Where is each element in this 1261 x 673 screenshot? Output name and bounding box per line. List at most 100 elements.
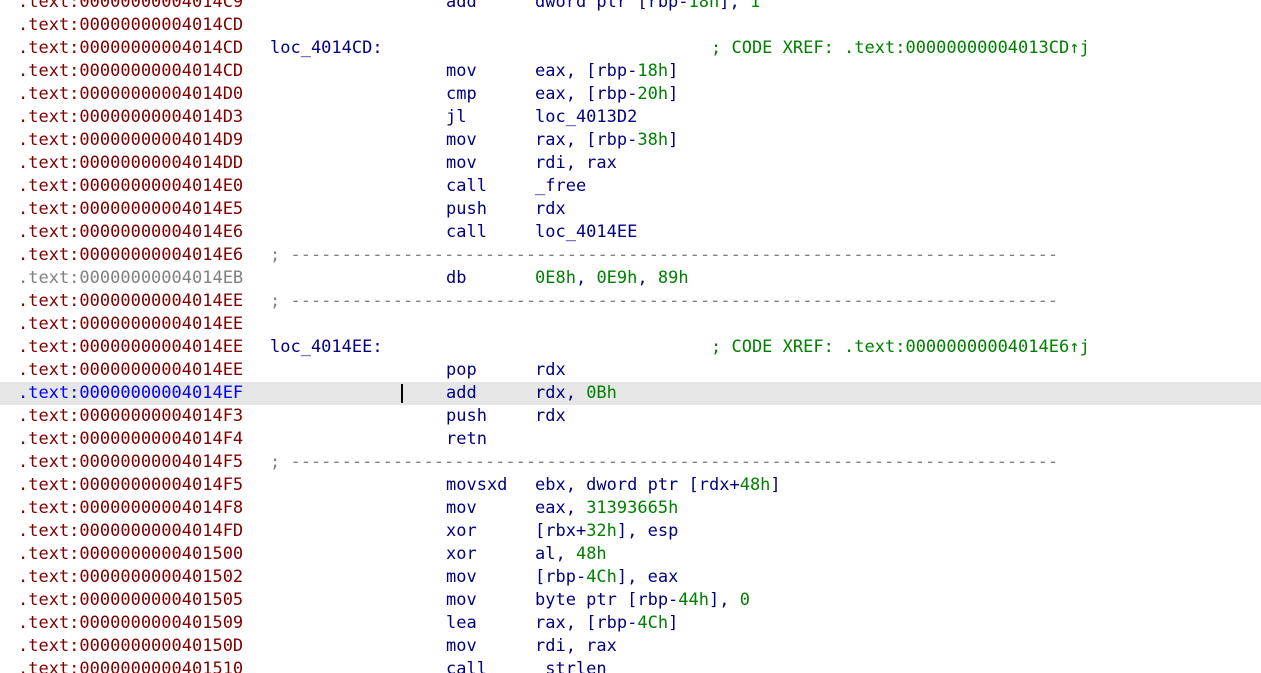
instruction-operands[interactable]: eax, [rbp-20h] bbox=[535, 83, 678, 106]
instruction-mnemonic[interactable]: retn bbox=[446, 429, 487, 449]
instruction-operands[interactable]: rax, [rbp-4Ch] bbox=[535, 612, 678, 635]
listing-line[interactable]: .text:00000000004014F5; ----------------… bbox=[0, 451, 1261, 474]
listing-line[interactable]: .text:00000000004014D3 jl loc_4013D2 bbox=[0, 106, 1261, 129]
instruction-mnemonic[interactable]: push bbox=[446, 406, 487, 426]
instruction-mnemonic[interactable]: db bbox=[446, 268, 467, 288]
line-address[interactable]: .text:00000000004014C9 bbox=[18, 0, 244, 12]
listing-line[interactable]: .text:00000000004014CD bbox=[0, 14, 1261, 37]
code-label[interactable]: loc_4014CD: bbox=[270, 38, 383, 58]
instruction-operands[interactable]: _strlen bbox=[535, 658, 607, 673]
listing-line[interactable]: .text:00000000004014EE; ----------------… bbox=[0, 290, 1261, 313]
line-address[interactable]: .text:00000000004014E0 bbox=[18, 176, 244, 196]
instruction-mnemonic[interactable]: add bbox=[446, 383, 477, 403]
listing-line[interactable]: .text:0000000000401500 xor al, 48h bbox=[0, 543, 1261, 566]
xref-comment[interactable]: ; CODE XREF: .text:00000000004013CD↑j bbox=[711, 38, 1090, 58]
instruction-operands[interactable]: eax, [rbp-18h] bbox=[535, 60, 678, 83]
line-address[interactable]: .text:00000000004014F8 bbox=[18, 498, 244, 518]
line-address[interactable]: .text:0000000000401505 bbox=[18, 590, 244, 610]
instruction-operands[interactable]: al, 48h bbox=[535, 543, 607, 566]
listing-line-selected[interactable]: .text:00000000004014EF add rdx, 0Bh bbox=[0, 382, 1261, 405]
listing-line[interactable]: .text:00000000004014DD mov rdi, rax bbox=[0, 152, 1261, 175]
instruction-operands[interactable]: byte ptr [rbp-44h], 0 bbox=[535, 589, 750, 612]
instruction-operands[interactable]: eax, 31393665h bbox=[535, 497, 678, 520]
instruction-operands[interactable]: loc_4013D2 bbox=[535, 106, 637, 129]
line-address[interactable]: .text:00000000004014EF bbox=[18, 383, 244, 403]
line-address[interactable]: .text:0000000000401510 bbox=[18, 659, 244, 673]
instruction-mnemonic[interactable]: mov bbox=[446, 130, 477, 150]
instruction-operands[interactable]: rdx, 0Bh bbox=[535, 382, 617, 405]
instruction-mnemonic[interactable]: add bbox=[446, 0, 477, 12]
line-address[interactable]: .text:00000000004014DD bbox=[18, 153, 244, 173]
instruction-operands[interactable]: rdi, rax bbox=[535, 152, 617, 175]
instruction-operands[interactable]: ebx, dword ptr [rdx+48h] bbox=[535, 474, 781, 497]
line-address[interactable]: .text:00000000004014D3 bbox=[18, 107, 244, 127]
listing-line[interactable]: .text:00000000004014E6; ----------------… bbox=[0, 244, 1261, 267]
listing-line[interactable]: .text:00000000004014C9 add dword ptr [rbp-… bbox=[0, 0, 1261, 14]
line-address[interactable]: .text:00000000004014CD bbox=[18, 61, 244, 81]
line-address[interactable]: .text:00000000004014FD bbox=[18, 521, 244, 541]
instruction-mnemonic[interactable]: mov bbox=[446, 636, 477, 656]
listing-line[interactable]: .text:0000000000401505 mov byte ptr [rbp-4… bbox=[0, 589, 1261, 612]
listing-line[interactable]: .text:00000000004014E0 call _free bbox=[0, 175, 1261, 198]
instruction-mnemonic[interactable]: xor bbox=[446, 544, 477, 564]
line-address[interactable]: .text:00000000004014CD bbox=[18, 15, 244, 35]
instruction-operands[interactable]: rax, [rbp-38h] bbox=[535, 129, 678, 152]
line-address[interactable]: .text:00000000004014EE bbox=[18, 360, 244, 380]
listing-line[interactable]: .text:00000000004014F4 retn bbox=[0, 428, 1261, 451]
instruction-operands[interactable]: loc_4014EE bbox=[535, 221, 637, 244]
instruction-mnemonic[interactable]: mov bbox=[446, 590, 477, 610]
listing-line[interactable]: .text:00000000004014F3 push rdx bbox=[0, 405, 1261, 428]
listing-line[interactable]: .text:0000000000401510 call _strlen bbox=[0, 658, 1261, 673]
instruction-operands[interactable]: rdi, rax bbox=[535, 635, 617, 658]
listing-line[interactable]: .text:00000000004014EE pop rdx bbox=[0, 359, 1261, 382]
instruction-mnemonic[interactable]: mov bbox=[446, 498, 477, 518]
instruction-operands[interactable]: dword ptr [rbp-18h], 1 bbox=[535, 0, 760, 14]
instruction-mnemonic[interactable]: push bbox=[446, 199, 487, 219]
line-address[interactable]: .text:00000000004014E5 bbox=[18, 199, 244, 219]
instruction-mnemonic[interactable]: mov bbox=[446, 567, 477, 587]
line-address[interactable]: .text:00000000004014F3 bbox=[18, 406, 244, 426]
instruction-mnemonic[interactable]: mov bbox=[446, 153, 477, 173]
line-address[interactable]: .text:00000000004014F4 bbox=[18, 429, 244, 449]
line-address[interactable]: .text:00000000004014F5 bbox=[18, 452, 244, 472]
instruction-mnemonic[interactable]: pop bbox=[446, 360, 477, 380]
instruction-mnemonic[interactable]: lea bbox=[446, 613, 477, 633]
instruction-mnemonic[interactable]: movsxd bbox=[446, 475, 508, 495]
line-address[interactable]: .text:00000000004014E6 bbox=[18, 245, 244, 265]
listing-line[interactable]: .text:00000000004014EB db 0E8h, 0E9h, 89h bbox=[0, 267, 1261, 290]
listing-line[interactable]: .text:00000000004014CD mov eax, [rbp-18h] bbox=[0, 60, 1261, 83]
listing-line[interactable]: .text:00000000004014E6 call loc_4014EE bbox=[0, 221, 1261, 244]
listing-line[interactable]: .text:00000000004014D0 cmp eax, [rbp-20h] bbox=[0, 83, 1261, 106]
instruction-mnemonic[interactable]: call bbox=[446, 176, 487, 196]
instruction-operands[interactable]: [rbx+32h], esp bbox=[535, 520, 678, 543]
instruction-operands[interactable]: rdx bbox=[535, 405, 566, 428]
line-address[interactable]: .text:00000000004014D0 bbox=[18, 84, 244, 104]
instruction-operands[interactable]: 0E8h, 0E9h, 89h bbox=[535, 267, 689, 290]
listing-line[interactable]: .text:00000000004014E5 push rdx bbox=[0, 198, 1261, 221]
instruction-operands[interactable]: _free bbox=[535, 175, 586, 198]
instruction-mnemonic[interactable]: call bbox=[446, 222, 487, 242]
line-address[interactable]: .text:00000000004014EE bbox=[18, 314, 244, 334]
line-address[interactable]: .text:0000000000401500 bbox=[18, 544, 244, 564]
listing-line[interactable]: .text:0000000000401509 lea rax, [rbp-4Ch] bbox=[0, 612, 1261, 635]
line-address[interactable]: .text:0000000000401509 bbox=[18, 613, 244, 633]
instruction-mnemonic[interactable]: jl bbox=[446, 107, 467, 127]
line-address[interactable]: .text:00000000004014EB bbox=[18, 268, 244, 288]
listing-line[interactable]: .text:00000000004014EE bbox=[0, 313, 1261, 336]
instruction-mnemonic[interactable]: xor bbox=[446, 521, 477, 541]
instruction-mnemonic[interactable]: call bbox=[446, 659, 487, 673]
line-address[interactable]: .text:00000000004014E6 bbox=[18, 222, 244, 242]
listing-line[interactable]: .text:0000000000401502 mov [rbp-4Ch], eax bbox=[0, 566, 1261, 589]
instruction-mnemonic[interactable]: mov bbox=[446, 61, 477, 81]
instruction-operands[interactable]: rdx bbox=[535, 198, 566, 221]
line-address[interactable]: .text:00000000004014EE bbox=[18, 291, 244, 311]
line-address[interactable]: .text:0000000000401502 bbox=[18, 567, 244, 587]
instruction-mnemonic[interactable]: cmp bbox=[446, 84, 477, 104]
instruction-operands[interactable]: [rbp-4Ch], eax bbox=[535, 566, 678, 589]
instruction-operands[interactable]: rdx bbox=[535, 359, 566, 382]
